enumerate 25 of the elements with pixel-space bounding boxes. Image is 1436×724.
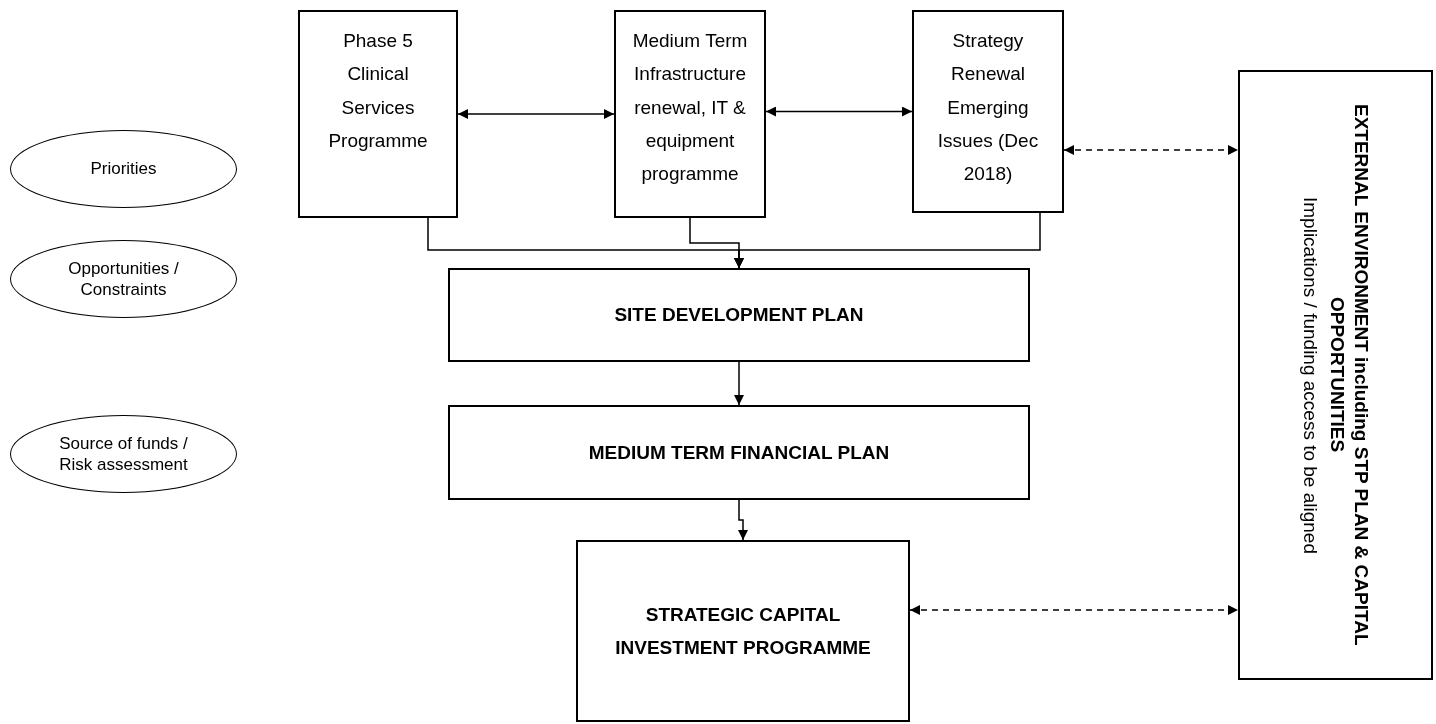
node-label: Source of funds / Risk assessment xyxy=(58,432,189,476)
process-box xyxy=(1238,70,1433,680)
box-text: MEDIUM TERM FINANCIAL PLAN xyxy=(588,440,890,465)
process-box xyxy=(614,10,766,218)
box-text: Implications / funding access to be aligned xyxy=(1298,196,1322,554)
dashed-arrow xyxy=(909,605,1239,615)
arrow xyxy=(734,212,1041,269)
box-text: Phase 5 Clinical Services Programme xyxy=(327,29,429,153)
box-text: Strategy Renewal Emerging Issues (Dec 2018) xyxy=(936,29,1040,186)
process-box xyxy=(448,268,1030,362)
dashed-arrow xyxy=(1063,145,1239,155)
process-box xyxy=(912,10,1064,213)
process-box xyxy=(576,540,910,722)
box-text: Medium Term Infrastructure renewal, IT & equipment programme xyxy=(631,29,749,186)
arrow xyxy=(457,109,615,119)
process-box xyxy=(298,10,458,218)
box-heading: EXTERNAL ENVIRONMENT including STP PLAN & CAPITAL OPPORTUNITIES xyxy=(1326,103,1374,648)
arrow xyxy=(738,499,748,541)
arrow xyxy=(765,106,913,117)
box-text: STRATEGIC CAPITAL INVESTMENT PROGRAMME xyxy=(614,602,872,660)
node-label: Priorities xyxy=(90,158,157,180)
arrow xyxy=(734,361,744,406)
box-text: SITE DEVELOPMENT PLAN xyxy=(614,303,864,328)
node-label: Opportunities / Constraints xyxy=(67,257,180,301)
process-box xyxy=(448,405,1030,500)
